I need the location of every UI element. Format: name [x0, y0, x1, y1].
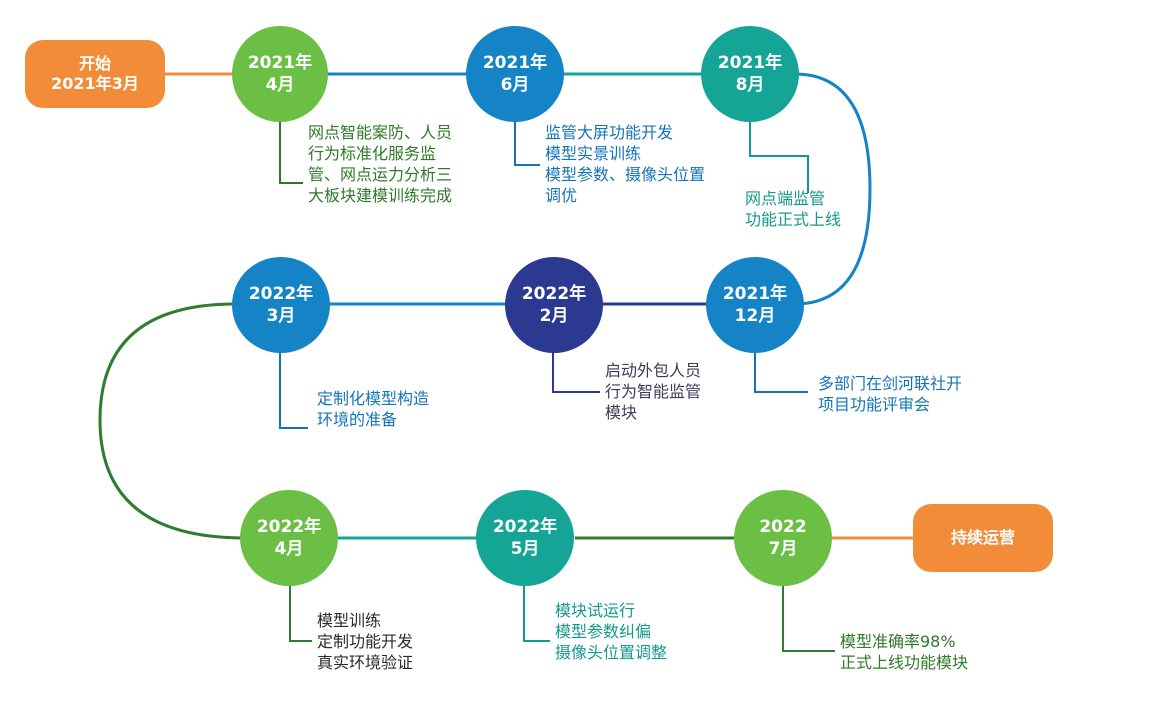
- description-line: 模型实景训练: [545, 144, 642, 163]
- description-line: 网点端监管: [745, 189, 826, 208]
- start-date: 2021年3月: [51, 74, 139, 93]
- milestone-year: 2021年: [722, 284, 788, 304]
- milestone-node: 2022年 5月: [476, 490, 574, 586]
- milestone-node: 2022年 3月: [232, 257, 330, 353]
- milestone-node: 2022年 2月: [505, 257, 603, 353]
- milestone-month: 4月: [274, 539, 304, 559]
- end-badge: 持续运营: [913, 504, 1053, 572]
- milestone-node: 2022年 4月: [240, 490, 338, 586]
- description-line: 行为智能监管: [605, 382, 702, 401]
- milestone-year: 2021年: [482, 53, 548, 73]
- description-line: 模块试运行: [555, 601, 636, 620]
- end-label: 持续运营: [950, 528, 1015, 547]
- milestone-node: 2021年 12月: [706, 257, 804, 353]
- description-line: 模型准确率98%: [840, 632, 956, 651]
- description-line: 模型参数纠偏: [555, 622, 652, 641]
- milestone-description: 多部门在剑河联社开 项目功能评审会: [818, 373, 962, 415]
- milestone-node: 2021年 8月: [701, 26, 799, 122]
- milestone-node: 2021年 4月: [232, 26, 328, 122]
- milestone-year: 2021年: [247, 53, 313, 73]
- milestone-description: 模型准确率98% 正式上线功能模块: [840, 631, 968, 673]
- milestone-description: 启动外包人员 行为智能监管 模块: [605, 360, 701, 423]
- description-line: 管、网点运力分析三: [308, 165, 453, 184]
- milestone-node: 2021年 6月: [466, 26, 564, 122]
- description-line: 项目功能评审会: [818, 395, 931, 414]
- milestone-month: 3月: [266, 306, 296, 326]
- milestone-description: 定制化模型构造 环境的准备: [317, 388, 429, 430]
- description-line: 大板块建模训练完成: [308, 186, 453, 205]
- description-line: 调优: [545, 186, 578, 205]
- description-line: 模块: [605, 403, 638, 422]
- milestone-month: 6月: [500, 75, 530, 95]
- milestone-description: 网点智能案防、人员 行为标准化服务监 管、网点运力分析三 大板块建模训练完成: [308, 122, 452, 206]
- start-badge: 开始 2021年3月: [25, 40, 165, 108]
- description-line: 定制化模型构造: [317, 389, 430, 408]
- description-line: 模型参数、摄像头位置: [545, 165, 706, 184]
- milestone-year: 2022年: [492, 517, 558, 537]
- description-line: 监管大屏功能开发: [545, 123, 674, 142]
- description-line: 定制功能开发: [317, 632, 414, 651]
- description-line: 多部门在剑河联社开: [818, 374, 963, 393]
- milestone-year: 2022年: [256, 517, 322, 537]
- milestone-month: 5月: [510, 539, 540, 559]
- description-line: 真实环境验证: [317, 653, 414, 672]
- description-line: 环境的准备: [317, 410, 398, 429]
- milestone-description: 监管大屏功能开发 模型实景训练 模型参数、摄像头位置 调优: [545, 122, 705, 206]
- description-line: 模型训练: [317, 611, 382, 630]
- milestone-month: 8月: [735, 75, 765, 95]
- description-line: 摄像头位置调整: [555, 643, 668, 662]
- description-line: 行为标准化服务监: [308, 144, 437, 163]
- milestone-node: 2022 7月: [734, 490, 832, 586]
- milestone-year: 2021年: [717, 53, 783, 73]
- milestone-description: 模块试运行 模型参数纠偏 摄像头位置调整: [555, 600, 667, 663]
- description-line: 启动外包人员: [605, 361, 702, 380]
- milestone-year: 2022: [759, 517, 807, 537]
- milestone-year: 2022年: [521, 284, 587, 304]
- description-line: 网点智能案防、人员: [308, 123, 453, 142]
- milestone-month: 7月: [768, 539, 798, 559]
- milestone-description: 模型训练 定制功能开发 真实环境验证: [317, 610, 413, 673]
- milestone-year: 2022年: [248, 284, 314, 304]
- milestone-description: 网点端监管 功能正式上线: [745, 188, 841, 230]
- start-label: 开始: [78, 54, 111, 73]
- description-line: 正式上线功能模块: [840, 653, 969, 672]
- milestone-month: 12月: [734, 306, 776, 326]
- milestone-month: 2月: [539, 306, 569, 326]
- milestone-month: 4月: [265, 75, 295, 95]
- description-line: 功能正式上线: [745, 210, 842, 229]
